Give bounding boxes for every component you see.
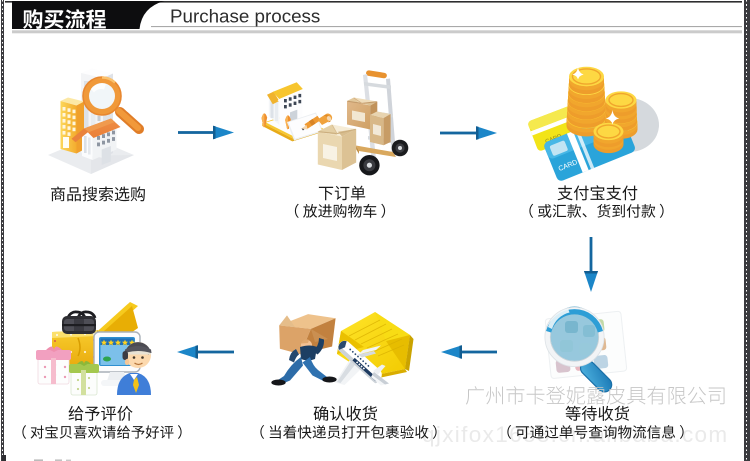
svg-text:Purchase process: Purchase process <box>170 6 320 27</box>
svg-text:qjxifox1688.cn.alibaba.com: qjxifox1688.cn.alibaba.com <box>422 422 729 447</box>
